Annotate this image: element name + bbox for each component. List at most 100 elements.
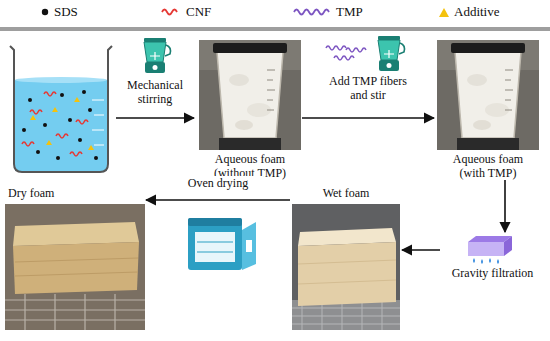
legend-entry: SDS [40, 4, 78, 20]
node-caption: Wet foam [292, 186, 400, 200]
sds-dots [78, 138, 82, 142]
dry-foam-photo [5, 204, 145, 330]
additive-triangles [88, 145, 94, 150]
cnf-fibers [56, 134, 68, 138]
caption-block: Dry foam [4, 186, 146, 200]
sds-dot [42, 9, 48, 15]
node-caption: Dry foam [8, 186, 142, 200]
tmp-fibers [334, 56, 354, 60]
additive-triangles [74, 97, 80, 102]
oven-icon [197, 242, 233, 252]
legend-entry: Additive [438, 4, 500, 20]
separator-bar [0, 27, 550, 31]
dry-foam-photo [5, 204, 145, 330]
wet-foam-photo [298, 242, 396, 306]
cnf-squiggle [162, 10, 177, 15]
sds-dots [56, 156, 60, 160]
additive-triangles [30, 115, 36, 120]
dry-foam-photo [5, 294, 145, 330]
legend-label: Additive [454, 4, 500, 20]
cnf-fibers [30, 110, 42, 114]
additive-triangles [52, 107, 58, 112]
beaker [10, 46, 112, 172]
flow-arrow [302, 117, 434, 119]
dry-foam-photo [13, 242, 139, 294]
sds-dots [28, 98, 32, 102]
caption-block: Aqueous foam (with TMP) [434, 152, 542, 180]
edge-label: Oven drying [173, 176, 263, 190]
step-label: Mechanical stirring [115, 78, 195, 106]
oven-icon [188, 218, 242, 270]
legend-swatch [40, 6, 50, 18]
cnf-fibers [22, 92, 88, 156]
beaker [15, 77, 107, 83]
blender-icon [144, 38, 171, 73]
tmp-squiggle [294, 10, 329, 15]
caption-block: Wet foam [290, 186, 402, 200]
filtration-icon [473, 258, 499, 264]
photo-step: Aqueous foam (with TMP) [434, 38, 542, 180]
oven-icon [188, 218, 242, 226]
beaker [92, 100, 104, 145]
sds-dots [22, 128, 26, 132]
wet-foam-photo [292, 204, 400, 330]
flow-arrow [146, 199, 290, 201]
cnf-fibers [76, 120, 88, 124]
oven-icon [242, 222, 256, 270]
image-area [440, 232, 545, 266]
sds-dots [94, 156, 98, 160]
tmp-fibers [326, 46, 366, 60]
oven-icon [246, 240, 252, 252]
legend-label: TMP [336, 4, 363, 20]
wet-foam-photo [292, 204, 400, 330]
filtration-icon [468, 236, 512, 264]
foam-photo [437, 40, 539, 150]
legend-label: SDS [54, 4, 78, 20]
blender-icon [378, 36, 405, 71]
legend-swatch [292, 6, 332, 18]
node-caption: Aqueous foam (with TMP) [446, 152, 530, 180]
sds-dots [60, 93, 64, 97]
dry-foam-photo [13, 222, 139, 246]
edge-label: Add TMP fibers and stir [322, 74, 414, 102]
filtration-icon [504, 236, 512, 256]
photo-step: Aqueous foam (without TMP) [198, 38, 302, 180]
additive-triangles [30, 97, 94, 150]
legend-swatch [160, 6, 182, 18]
photo-step: Wet foam [290, 186, 402, 328]
sds-dots [68, 118, 72, 122]
tmp-fibers [346, 48, 366, 52]
filtration-icon [468, 242, 504, 256]
dry-foam-photo [15, 258, 138, 276]
sds-dots [22, 90, 98, 160]
image-area [290, 200, 402, 328]
foam-photo [199, 40, 301, 150]
cnf-fibers [22, 142, 34, 146]
legend-label: CNF [186, 4, 211, 20]
node-caption: Gravity filtration [442, 266, 543, 280]
wet-foam-photo [298, 260, 396, 284]
sds-dots [36, 150, 40, 154]
cnf-fibers [70, 152, 82, 156]
caption-block: Gravity filtration [440, 266, 545, 280]
flow-arrow [504, 180, 506, 232]
additive-triangle [439, 8, 449, 17]
legend-entry: CNF [160, 4, 211, 20]
beaker [15, 80, 107, 171]
oven-icon [195, 232, 235, 262]
additive-triangles [46, 140, 52, 145]
tmp-fibers [326, 46, 346, 50]
image-area [4, 200, 146, 328]
photo-step: Dry foam [4, 186, 146, 328]
image-area [434, 38, 542, 152]
sds-dots [82, 90, 86, 94]
cnf-fibers [44, 92, 56, 96]
sds-dots [43, 123, 47, 127]
sds-dots [88, 108, 92, 112]
image-area [198, 38, 302, 152]
icon-step: Gravity filtration [440, 232, 545, 280]
legend-swatch [438, 6, 450, 18]
legend-entry: TMP [292, 4, 363, 20]
flow-arrow [402, 249, 440, 251]
process-arrow [116, 117, 194, 119]
